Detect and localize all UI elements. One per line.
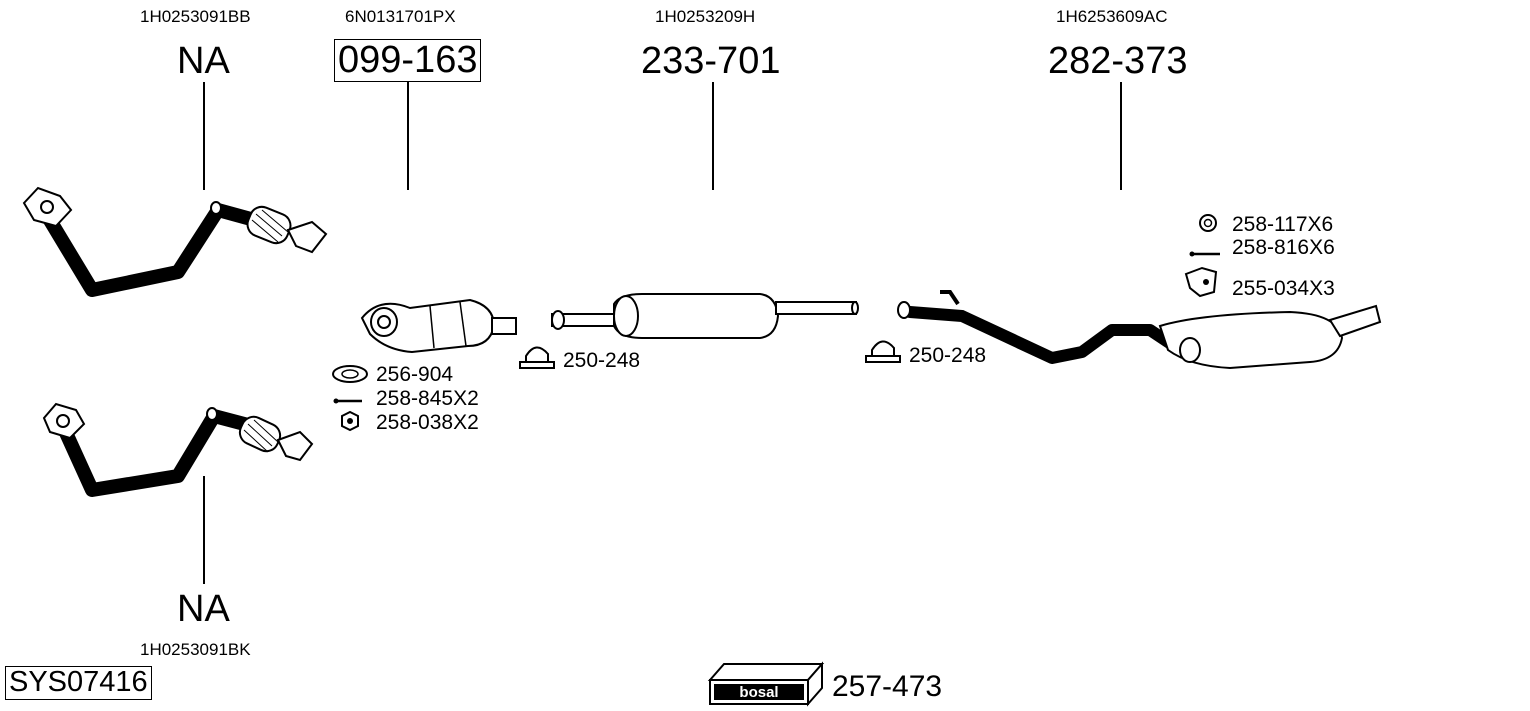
oem-number-4: 1H6253609AC	[1056, 7, 1168, 26]
kit-number: 257-473	[832, 670, 943, 703]
label-rear-bolt: 258-816X6	[1232, 236, 1335, 259]
leader-lines	[203, 82, 1122, 584]
accessory-nut	[341, 410, 359, 432]
oem-number-2: 6N0131701PX	[345, 7, 456, 26]
part-number-lower: NA	[177, 588, 230, 630]
accessory-clamp-front	[519, 346, 555, 369]
part-number-4: 282-373	[1048, 40, 1188, 82]
label-rear-ring: 258-117X6	[1232, 213, 1334, 236]
front-pipe-upper	[22, 186, 328, 297]
label-cat-nut: 258-038X2	[376, 411, 479, 434]
bosal-logo-text: bosal	[739, 684, 778, 701]
part-number-2: 099-163	[334, 39, 482, 82]
oem-number-1: 1H0253091BB	[140, 7, 251, 26]
accessory-ring	[1199, 214, 1217, 232]
accessory-clamp-rear	[865, 340, 901, 363]
accessory-hanger	[1184, 266, 1218, 298]
centre-silencer	[551, 293, 859, 339]
oem-number-lower: 1H0253091BK	[140, 640, 251, 659]
oem-number-3: 1H0253209H	[655, 7, 756, 26]
label-cat-gasket: 256-904	[376, 363, 454, 386]
part-number-1: NA	[177, 40, 230, 82]
accessory-gasket	[332, 365, 368, 383]
bosal-logo: bosal	[707, 661, 825, 707]
label-rear-hanger: 255-034X3	[1232, 277, 1335, 300]
catalytic-converter	[360, 298, 517, 354]
label-clamp-rear: 250-248	[909, 344, 987, 367]
accessory-bolt-rear	[1189, 251, 1220, 257]
label-clamp-front: 250-248	[563, 349, 641, 372]
front-pipe-lower	[42, 402, 314, 497]
system-id: SYS07416	[5, 666, 152, 700]
label-cat-bolt: 258-845X2	[376, 387, 479, 410]
rear-silencer	[897, 290, 1382, 370]
part-number-3: 233-701	[641, 40, 781, 82]
accessory-bolt-cat	[333, 398, 362, 404]
